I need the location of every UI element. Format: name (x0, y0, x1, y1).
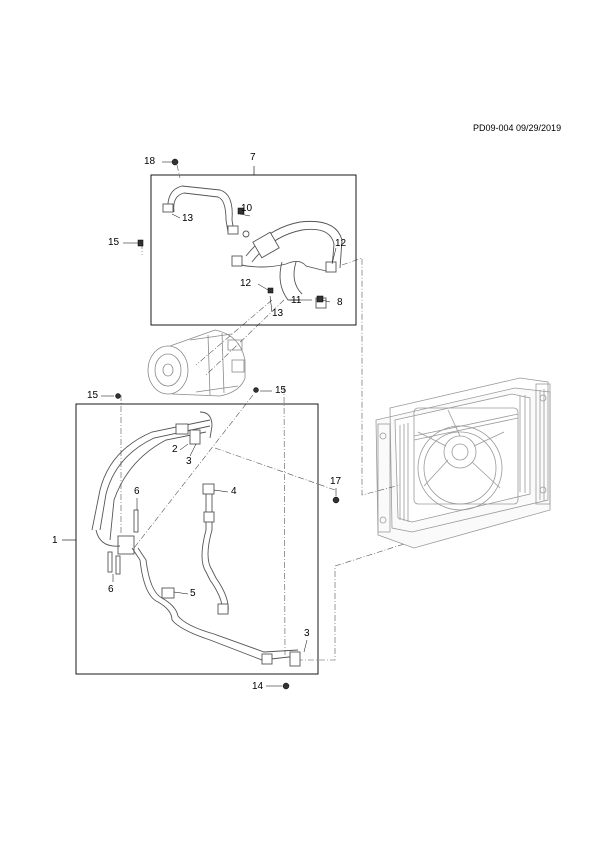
compressor-illustration (147, 329, 246, 397)
callout-8: 8 (337, 297, 343, 308)
callout-2: 2 (172, 444, 178, 455)
detail-box-pipe-assembly (75, 403, 319, 675)
callout-3-lower: 3 (304, 628, 310, 639)
callout-13-upper: 13 (182, 213, 194, 224)
callout-12-right: 12 (335, 238, 347, 249)
callout-15-left: 15 (87, 390, 99, 401)
detail-box-hose-assembly (150, 174, 357, 326)
callout-7: 7 (250, 152, 256, 163)
callout-leaders (101, 161, 337, 687)
callout-4: 4 (231, 486, 237, 497)
callout-10: 10 (241, 203, 253, 214)
fastener-icons (115, 158, 340, 690)
pipe-assembly-illustration (91, 411, 301, 667)
callout-3-upper: 3 (186, 456, 192, 467)
radiator-fan-assembly-illustration (375, 377, 551, 549)
callout-1: 1 (52, 535, 58, 546)
callout-12-left: 12 (240, 278, 252, 289)
drawing-id: PD09-004 09/29/2019 (473, 123, 562, 133)
callout-11: 11 (291, 295, 302, 306)
callout-6-lower: 6 (108, 584, 114, 595)
callout-6-upper: 6 (134, 486, 140, 497)
callout-18: 18 (144, 156, 156, 167)
callout-13-lower: 13 (272, 308, 284, 319)
callout-15-upper: 15 (108, 237, 120, 248)
suction-hose-illustration (162, 185, 343, 309)
callout-15-right: 15 (275, 385, 287, 396)
callout-14: 14 (252, 681, 264, 692)
callout-5: 5 (190, 588, 196, 599)
callout-17: 17 (330, 476, 342, 487)
